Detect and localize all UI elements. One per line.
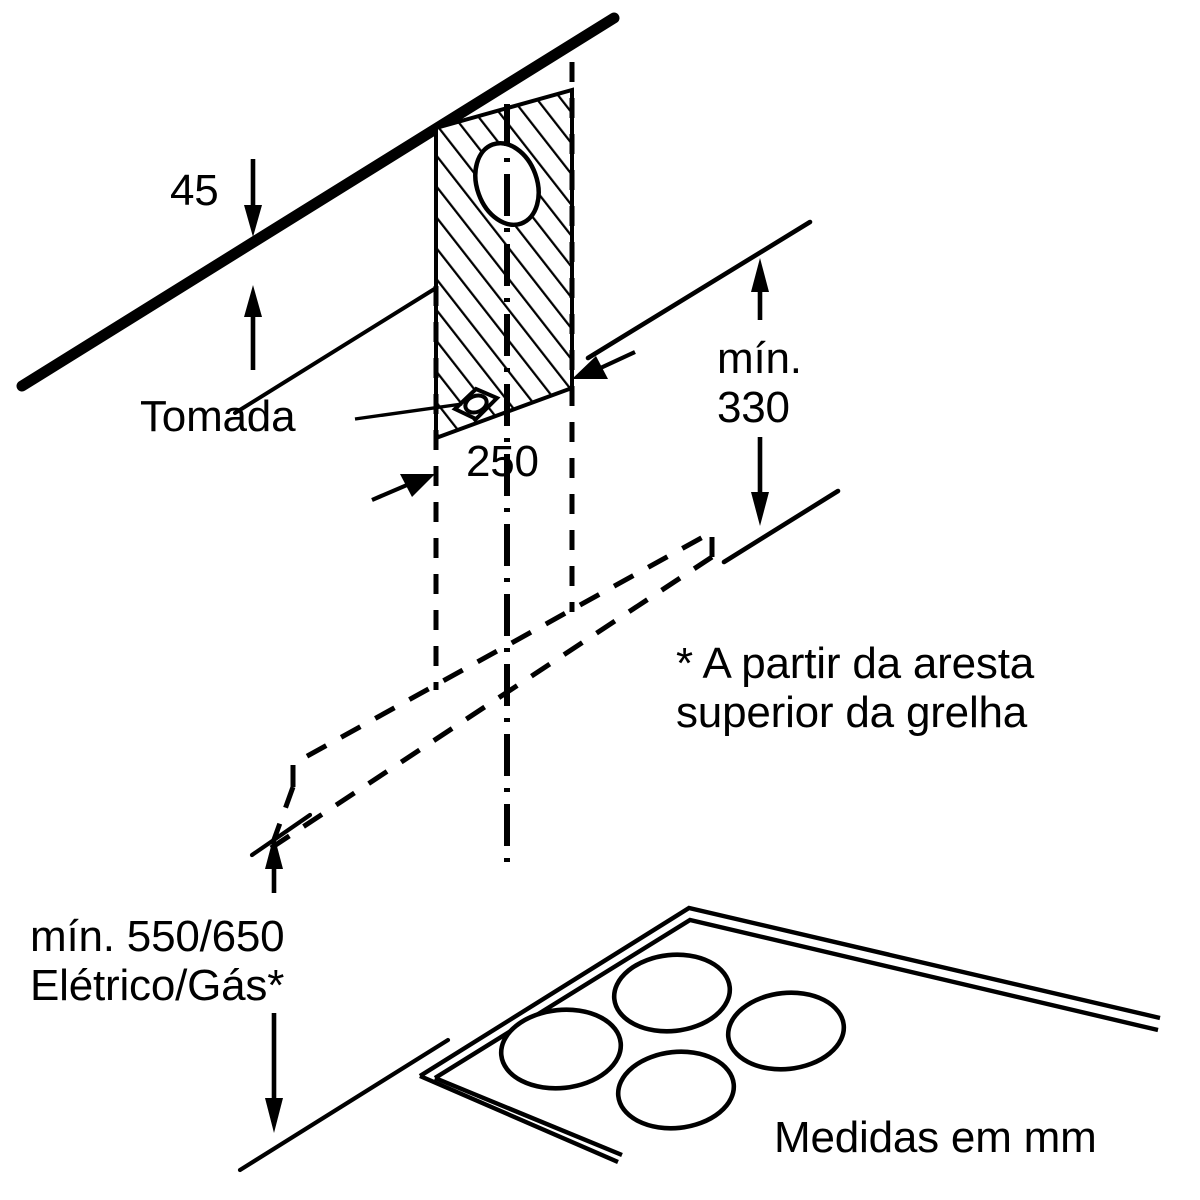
min-550-line-1: mín. 550/650: [30, 912, 285, 961]
min-550-line-2: Elétrico/Gás*: [30, 961, 285, 1011]
wall-panel-group: [354, 87, 574, 441]
burner-front: [615, 1049, 737, 1131]
dimension-label-min-330: mín.330: [717, 334, 802, 433]
hood-body-group: [268, 527, 715, 851]
dim-250-group: [371, 350, 636, 502]
units-note: Medidas em mm: [774, 1113, 1097, 1162]
min550-upper-arrowhead: [265, 835, 283, 869]
extension-lines-group: [433, 62, 575, 862]
burner-left: [498, 1007, 624, 1091]
ceiling-thin-line: [233, 286, 438, 415]
socket-leader-line: [354, 402, 463, 421]
min330-upper-reference-line: [585, 219, 813, 361]
hob-outer-rim: [418, 905, 1161, 1078]
power-socket: [451, 386, 501, 422]
footnote-line-2: superior da grelha: [676, 688, 1028, 738]
min330-lower-arrowhead: [751, 492, 769, 526]
burner-rear: [611, 952, 733, 1034]
dim-min550-group: [237, 812, 451, 1173]
dimension-label-250: 250: [466, 437, 539, 486]
socket-label: Tomada: [140, 392, 296, 441]
dim-min330-group: [585, 219, 841, 565]
hob-group: [418, 905, 1161, 1165]
min330-upper-arrowhead: [751, 258, 769, 292]
dim-45-lower-arrowhead: [244, 285, 262, 317]
min-330-line-2: 330: [717, 383, 790, 433]
min550-lower-reference-line: [237, 1037, 451, 1173]
dim-250-right-arrowhead: [572, 356, 608, 379]
ceiling-thick-line: [16, 12, 620, 392]
hob-outer-rim-lower: [419, 1073, 619, 1165]
dim-45-group: [244, 159, 262, 370]
min330-lower-reference-line: [721, 488, 841, 565]
socket-hole: [463, 393, 489, 415]
footnote-line-1: * A partir da aresta: [676, 639, 1034, 688]
dim-250-left-arrowhead: [400, 474, 435, 497]
hood-front-edge: [269, 554, 714, 851]
ceiling-group: [16, 12, 620, 415]
min550-upper-reference-line: [249, 812, 313, 858]
min550-lower-arrowhead: [265, 1098, 283, 1133]
min-330-line-1: mín.: [717, 334, 802, 383]
dim-45-upper-arrowhead: [244, 205, 262, 237]
hob-inner-rim-lower: [434, 1075, 623, 1158]
dimension-label-45: 45: [170, 166, 219, 215]
hood-top-face: [290, 527, 715, 787]
burner-right: [725, 990, 847, 1072]
